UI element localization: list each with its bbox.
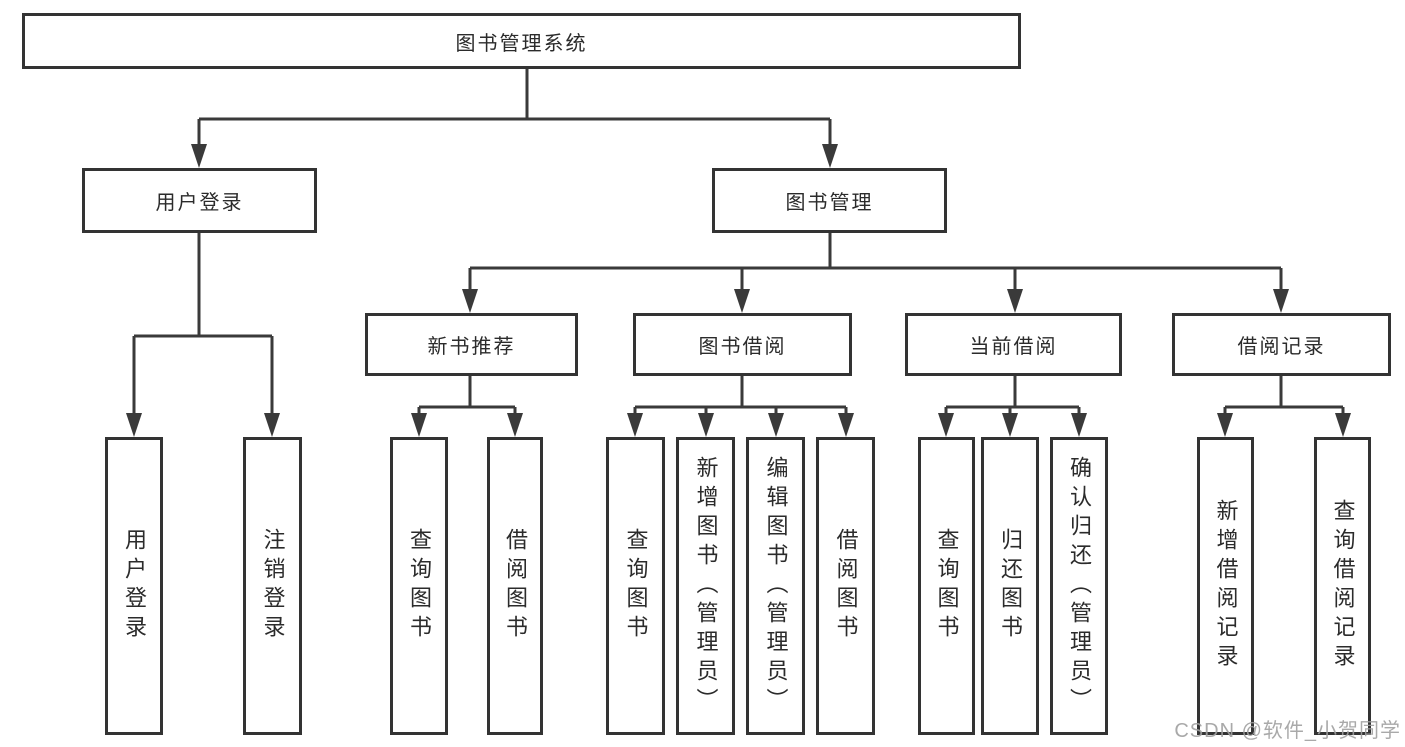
node-book-management-label: 图书管理 [785,192,874,214]
leaf-borrow-books-recommend-label: 借阅图书 [503,528,528,644]
leaf-confirm-return-admin-label: 确认归还（管理员） [1067,455,1092,717]
leaf-query-borrow-record: 查询借阅记录 [1314,437,1371,735]
leaf-query-books-recommend-label: 查询图书 [407,528,432,644]
node-book-management: 图书管理 [712,168,947,233]
leaf-query-books-recommend: 查询图书 [390,437,448,735]
leaf-add-borrow-record: 新增借阅记录 [1197,437,1254,735]
leaf-add-books-admin: 新增图书（管理员） [676,437,735,735]
csdn-watermark: CSDN @软件_小贺同学 [1174,720,1401,742]
node-new-book-recommend-label: 新书推荐 [427,336,516,358]
leaf-query-books-current: 查询图书 [918,437,975,735]
leaf-confirm-return-admin: 确认归还（管理员） [1050,437,1108,735]
leaf-user-login: 用户登录 [105,437,163,735]
leaf-borrow-books: 借阅图书 [816,437,875,735]
leaf-query-books-borrow-label: 查询图书 [623,528,649,644]
leaf-add-borrow-record-label: 新增借阅记录 [1213,499,1239,673]
connector-paths [132,69,1345,420]
node-root: 图书管理系统 [22,13,1021,69]
arrowheads [126,144,1351,437]
leaf-return-books-label: 归还图书 [998,528,1023,644]
node-current-borrow: 当前借阅 [905,313,1122,376]
node-user-login-label: 用户登录 [155,192,244,214]
leaf-add-books-admin-label: 新增图书（管理员） [693,455,719,717]
leaf-query-borrow-record-label: 查询借阅记录 [1330,499,1356,673]
node-book-borrow-label: 图书借阅 [698,336,787,358]
node-borrow-records: 借阅记录 [1172,313,1391,376]
leaf-edit-books-admin-label: 编辑图书（管理员） [763,455,789,717]
node-new-book-recommend: 新书推荐 [365,313,578,376]
node-current-borrow-label: 当前借阅 [969,336,1058,358]
leaf-logout-label: 注销登录 [260,528,286,644]
node-book-borrow: 图书借阅 [633,313,852,376]
node-root-label: 图书管理系统 [455,32,588,55]
leaf-query-books-borrow: 查询图书 [606,437,665,735]
node-borrow-records-label: 借阅记录 [1237,336,1326,358]
leaf-user-login-label: 用户登录 [122,528,147,644]
leaf-query-books-current-label: 查询图书 [934,528,960,644]
leaf-edit-books-admin: 编辑图书（管理员） [746,437,805,735]
node-user-login: 用户登录 [82,168,317,233]
leaf-borrow-books-recommend: 借阅图书 [487,437,543,735]
leaf-borrow-books-label: 借阅图书 [833,528,859,644]
leaf-return-books: 归还图书 [981,437,1039,735]
leaf-logout: 注销登录 [243,437,302,735]
